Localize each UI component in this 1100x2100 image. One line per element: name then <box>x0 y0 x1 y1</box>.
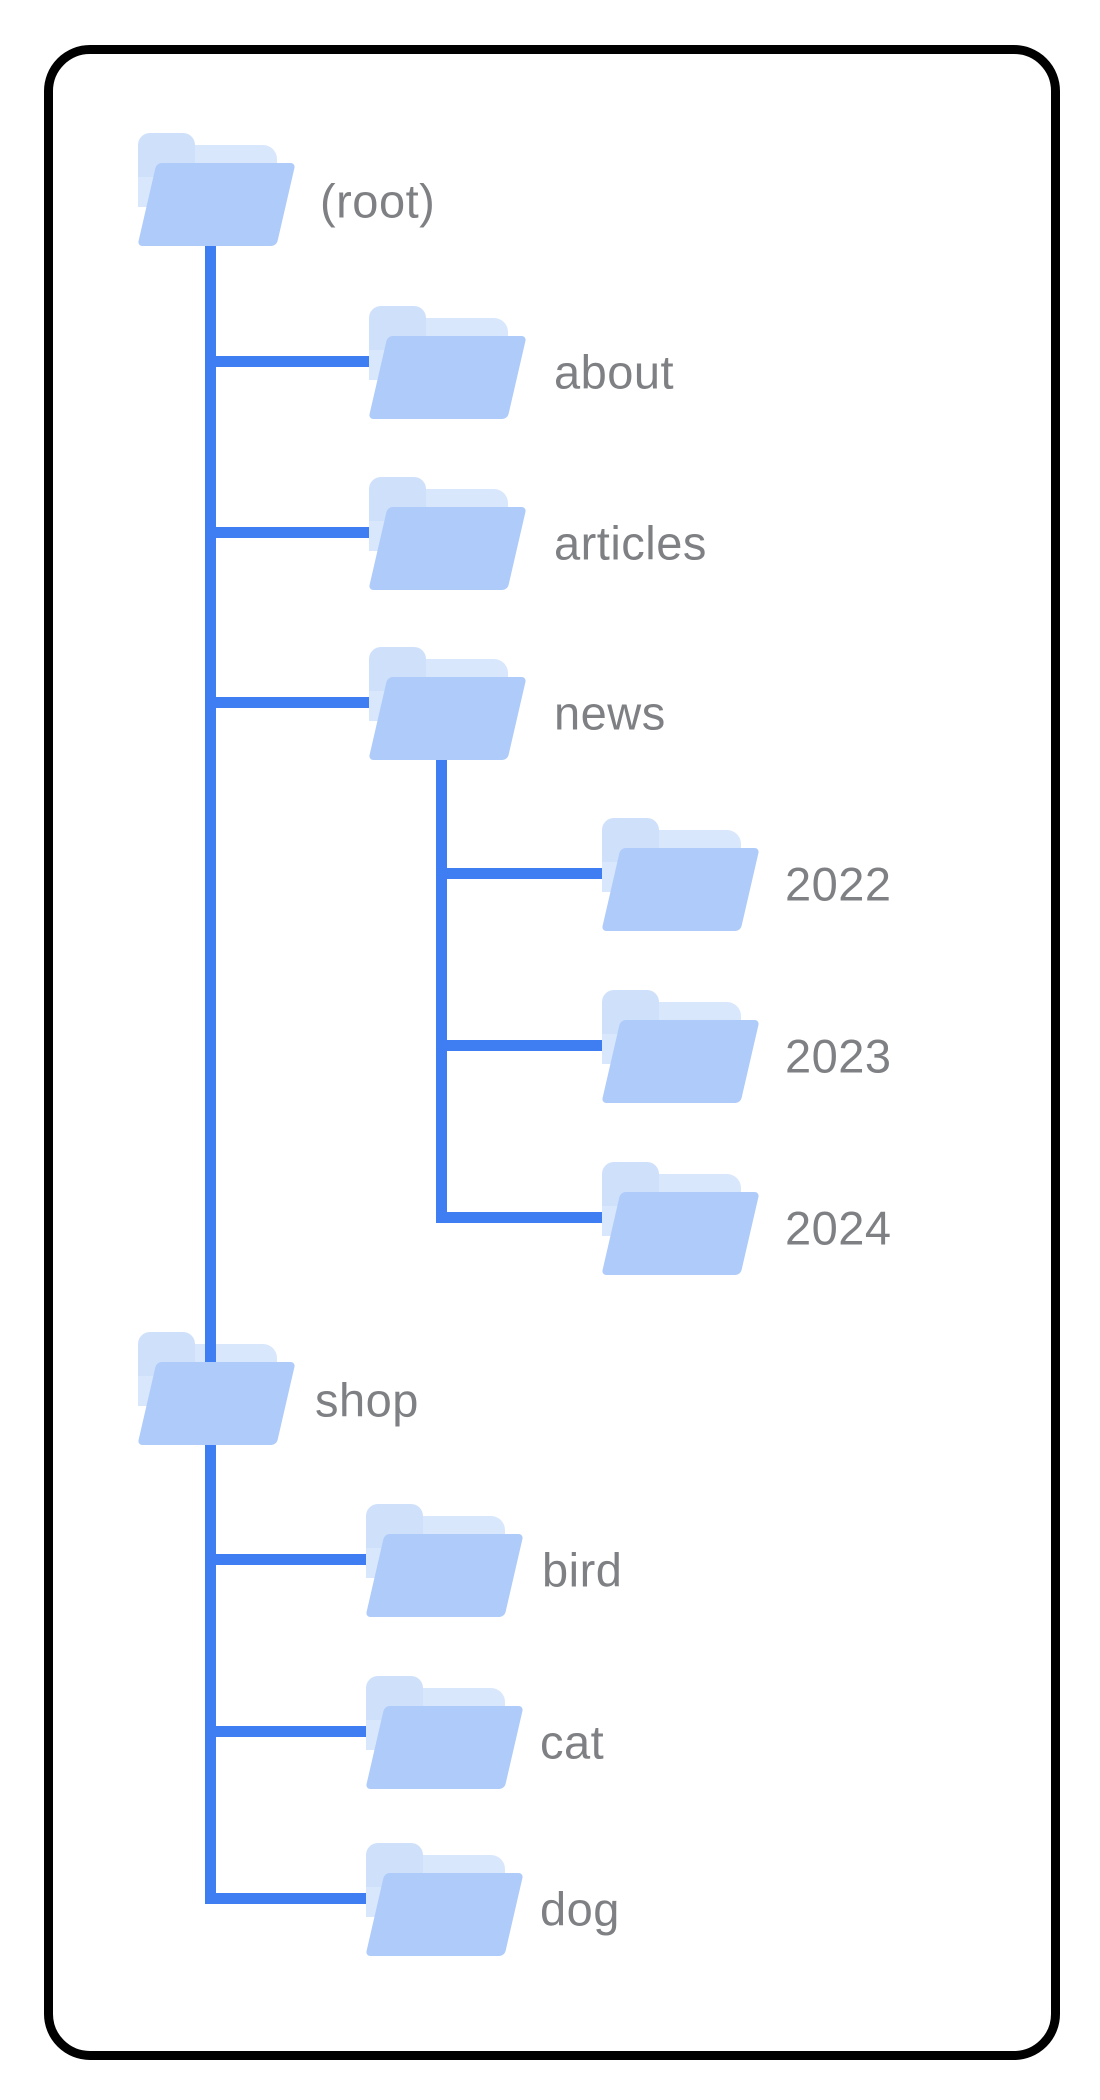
folder-front-panel <box>368 507 527 590</box>
branch-2022-connector <box>447 868 607 879</box>
node-label-news: news <box>554 686 666 740</box>
node-label-cat: cat <box>540 1715 605 1769</box>
node-label-articles: articles <box>554 516 707 570</box>
folder-front-panel <box>601 848 760 931</box>
branch-cat-connector <box>205 1726 383 1737</box>
folder-front-panel <box>601 1192 760 1275</box>
branch-2024-connector <box>436 1212 607 1223</box>
folder-front-panel <box>365 1873 524 1956</box>
node-label-2022: 2022 <box>785 857 892 911</box>
node-label-root: (root) <box>320 174 436 228</box>
folder-front-panel <box>368 677 527 760</box>
node-label-dog: dog <box>540 1882 620 1936</box>
node-label-about: about <box>554 345 675 399</box>
branch-articles-connector <box>205 527 386 538</box>
folder-front-panel <box>365 1534 524 1617</box>
folder-icon <box>368 647 527 760</box>
folder-icon <box>368 306 527 419</box>
folder-front-panel <box>601 1020 760 1103</box>
node-label-2024: 2024 <box>785 1201 892 1255</box>
trunk-root-connector <box>205 240 216 1904</box>
folder-front-panel <box>137 163 296 246</box>
branch-about-connector <box>205 356 386 367</box>
folder-icon <box>365 1676 524 1789</box>
folder-icon <box>601 818 760 931</box>
folder-icon <box>137 133 296 246</box>
folder-icon <box>601 990 760 1103</box>
node-label-shop: shop <box>315 1373 419 1427</box>
node-label-2023: 2023 <box>785 1029 892 1083</box>
trunk-over-shop-connector <box>205 1333 216 1362</box>
folder-icon <box>365 1843 524 1956</box>
folder-front-panel <box>365 1706 524 1789</box>
node-label-bird: bird <box>542 1543 623 1597</box>
trunk-news-connector <box>436 757 447 1223</box>
branch-news-connector <box>205 697 386 708</box>
branch-2023-connector <box>447 1040 607 1051</box>
folder-icon <box>365 1504 524 1617</box>
folder-icon <box>601 1162 760 1275</box>
folder-front-panel <box>368 336 527 419</box>
folder-front-panel <box>137 1362 296 1445</box>
folder-icon <box>368 477 527 590</box>
branch-bird-connector <box>205 1554 383 1565</box>
branch-dog-connector <box>205 1893 383 1904</box>
